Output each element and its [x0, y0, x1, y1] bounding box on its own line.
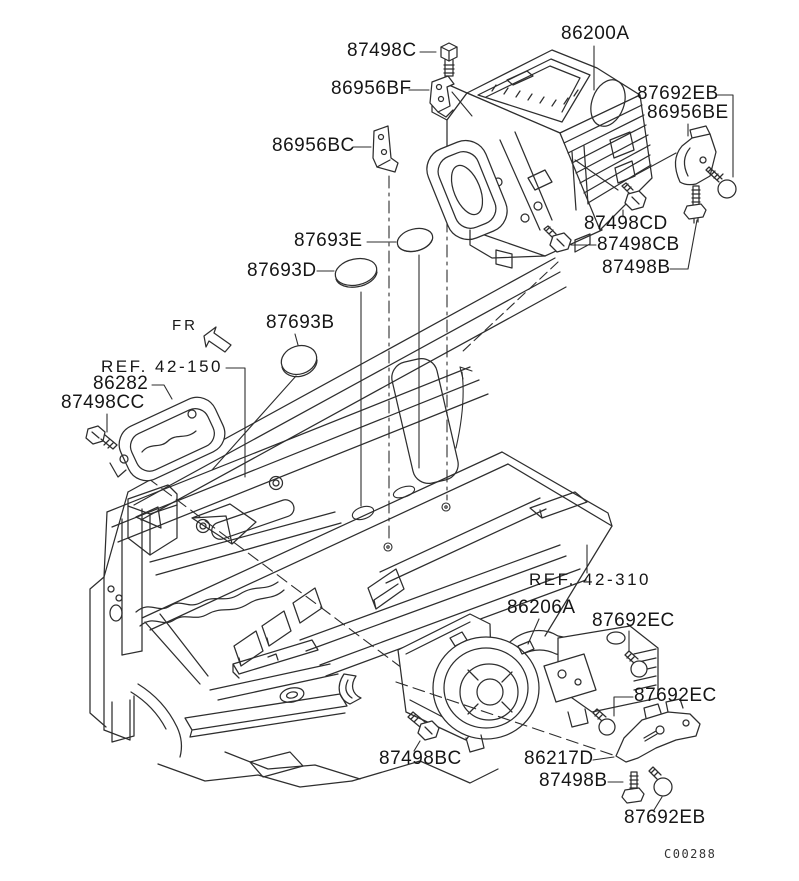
bolt-87692eb-bottom — [649, 767, 672, 796]
part-label-87692eb-bot: 87692EB — [624, 807, 706, 828]
part-label-87693b: 87693B — [266, 312, 335, 333]
drawing-code: C00288 — [664, 847, 717, 861]
bolt-87498bc — [408, 712, 439, 740]
bolt-87692eb-top — [706, 167, 736, 198]
grommet-87693b — [278, 341, 321, 379]
firewall-panel-drawing — [90, 258, 612, 787]
grommet-87693d — [333, 255, 379, 289]
part-label-86206a: 86206A — [507, 597, 576, 618]
gasket-drawing — [110, 391, 231, 488]
part-label-87498b-bot: 87498B — [539, 770, 608, 791]
stud-87498b-bottom — [622, 772, 644, 803]
grommet-87693e — [395, 225, 435, 255]
bolt-87498cc — [86, 426, 117, 449]
leader-lines — [107, 46, 733, 810]
bracket-86956bc — [373, 126, 398, 172]
blower-axis-line — [396, 682, 616, 756]
part-label-87498c: 87498C — [347, 40, 417, 61]
bolt-87692ec-2 — [593, 709, 615, 735]
part-label-86956bf: 86956BF — [331, 78, 412, 99]
part-label-87692ec-2: 87692EC — [634, 685, 717, 706]
bracket-86217d — [616, 699, 700, 762]
part-label-87498cd: 87498CD — [584, 213, 668, 234]
bolt-87692ec-1 — [625, 651, 647, 677]
part-label-87693d: 87693D — [247, 260, 317, 281]
part-label-87498cb: 87498CB — [597, 234, 680, 255]
alignment-lines — [133, 170, 558, 668]
ref-label-42-310: REF. 42-310 — [529, 570, 651, 589]
part-label-87498b-top: 87498B — [602, 257, 671, 278]
part-label-87693e: 87693E — [294, 230, 363, 251]
part-label-86282: 86282 — [93, 373, 149, 394]
fr-direction-label: FR — [172, 317, 198, 334]
bolt-87498c — [441, 43, 457, 76]
ref-label-42-150: REF. 42-150 — [101, 357, 223, 376]
bracket-86956bf — [430, 76, 454, 117]
stud-87498b-top — [684, 186, 706, 223]
bolt-87498cd — [622, 183, 646, 210]
blower-assembly-drawing — [398, 614, 658, 752]
part-label-87692eb-top: 87692EB — [637, 83, 719, 104]
part-label-87498cc: 87498CC — [61, 392, 145, 413]
part-label-86217d: 86217D — [524, 748, 594, 769]
part-label-87692ec-1: 87692EC — [592, 610, 675, 631]
part-label-86956be: 86956BE — [647, 102, 729, 123]
part-label-86956bc: 86956BC — [272, 135, 355, 156]
bolt-87498cb — [544, 226, 571, 252]
fr-arrow-icon — [204, 327, 231, 352]
bracket-86956be — [675, 126, 716, 185]
part-label-87498bc: 87498BC — [379, 748, 462, 769]
part-label-86200a: 86200A — [561, 23, 630, 44]
